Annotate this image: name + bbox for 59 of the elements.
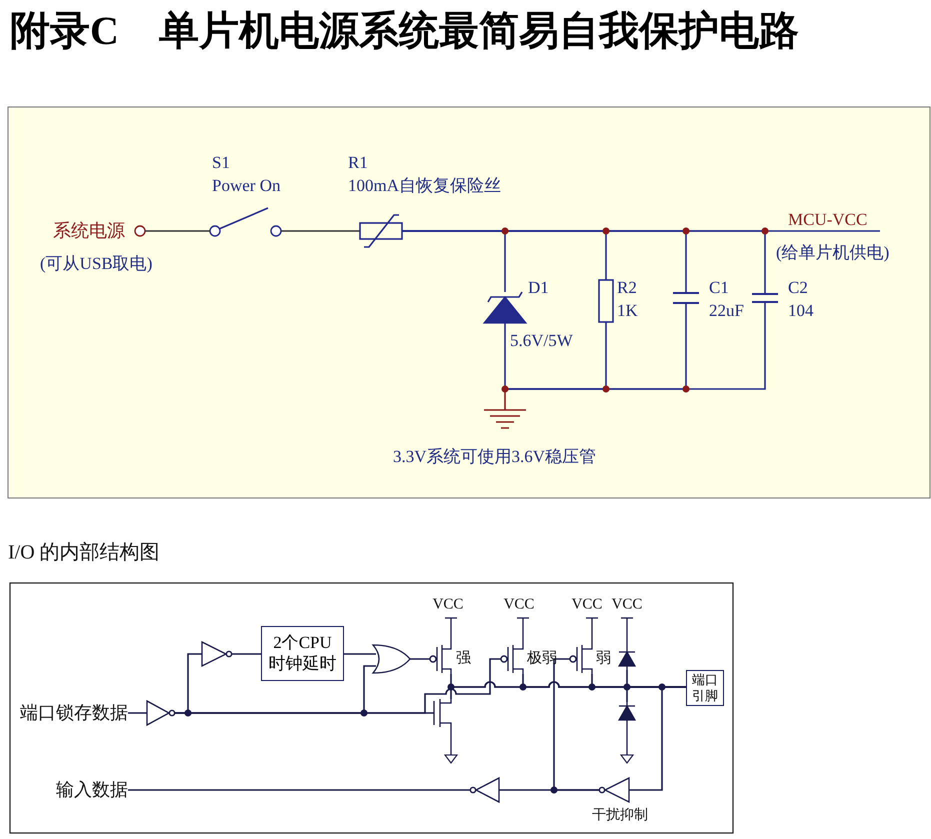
component-label: R2 bbox=[617, 278, 637, 298]
or-gate-symbol bbox=[372, 644, 411, 674]
terminal-circle bbox=[134, 225, 146, 237]
signal-label: 输入数据 bbox=[56, 780, 128, 800]
wire bbox=[344, 653, 376, 655]
note-text: (给单片机供电) bbox=[776, 243, 890, 263]
buffer-symbol bbox=[598, 776, 630, 804]
inverter-symbol bbox=[470, 776, 500, 804]
component-value: 100mA自恢复保险丝 bbox=[348, 176, 501, 196]
supply-label: VCC bbox=[504, 596, 534, 614]
transistor-label: 极弱 bbox=[527, 650, 557, 668]
component-label: S1 bbox=[212, 153, 230, 173]
signal-label: 端口锁存数据 bbox=[20, 702, 128, 724]
supply-label: VCC bbox=[432, 596, 464, 614]
port-pin-block bbox=[686, 670, 724, 706]
supply-label: VCC bbox=[612, 596, 642, 614]
component-value: 104 bbox=[788, 301, 814, 321]
wire bbox=[128, 712, 147, 714]
wire bbox=[128, 789, 470, 791]
note-text: (可从USB取电) bbox=[40, 254, 152, 274]
component-label: Power On bbox=[212, 176, 280, 196]
wire bbox=[281, 230, 360, 232]
component-label: C1 bbox=[709, 278, 729, 298]
inverter-symbol bbox=[146, 700, 176, 726]
transistor-symbol bbox=[433, 698, 458, 764]
diode-symbol bbox=[618, 617, 636, 670]
transistor-label: 弱 bbox=[596, 650, 611, 668]
capacitor-symbol bbox=[751, 293, 779, 303]
resistor-symbol bbox=[598, 279, 614, 323]
title: 附录C 单片机电源系统最简易自我保护电路 bbox=[10, 8, 799, 54]
net-label: MCU-VCC bbox=[788, 210, 868, 230]
wire bbox=[145, 230, 210, 232]
note-text: 3.3V系统可使用3.6V稳压管 bbox=[393, 447, 596, 467]
section-heading: I/O 的内部结构图 bbox=[8, 542, 160, 564]
transistor-symbol bbox=[429, 617, 458, 675]
wire bbox=[232, 653, 261, 655]
component-label: D1 bbox=[528, 278, 549, 298]
component-value: 22uF bbox=[709, 301, 744, 321]
block-label: 端口引脚 bbox=[691, 672, 719, 704]
component-label: R1 bbox=[348, 153, 368, 173]
inverter-symbol bbox=[201, 640, 232, 668]
switch-symbol bbox=[209, 207, 282, 237]
capacitor-symbol bbox=[672, 292, 700, 304]
transistor-label: 强 bbox=[456, 650, 471, 668]
diode-symbol bbox=[482, 292, 528, 324]
wire bbox=[175, 658, 501, 714]
delay-block bbox=[261, 626, 344, 681]
net-label: 系统电源 bbox=[53, 220, 125, 242]
block-label: 2个CPU时钟延时 bbox=[268, 633, 338, 674]
wire bbox=[410, 658, 430, 660]
component-label: C2 bbox=[788, 278, 808, 298]
buffer-label: 干扰抑制 bbox=[592, 808, 648, 824]
fuse-symbol bbox=[359, 214, 403, 248]
component-value: 5.6V/5W bbox=[510, 331, 573, 351]
component-value: 1K bbox=[617, 301, 638, 321]
wire bbox=[553, 658, 599, 791]
wire bbox=[402, 230, 880, 232]
diode-symbol bbox=[618, 702, 636, 764]
supply-label: VCC bbox=[572, 596, 602, 614]
